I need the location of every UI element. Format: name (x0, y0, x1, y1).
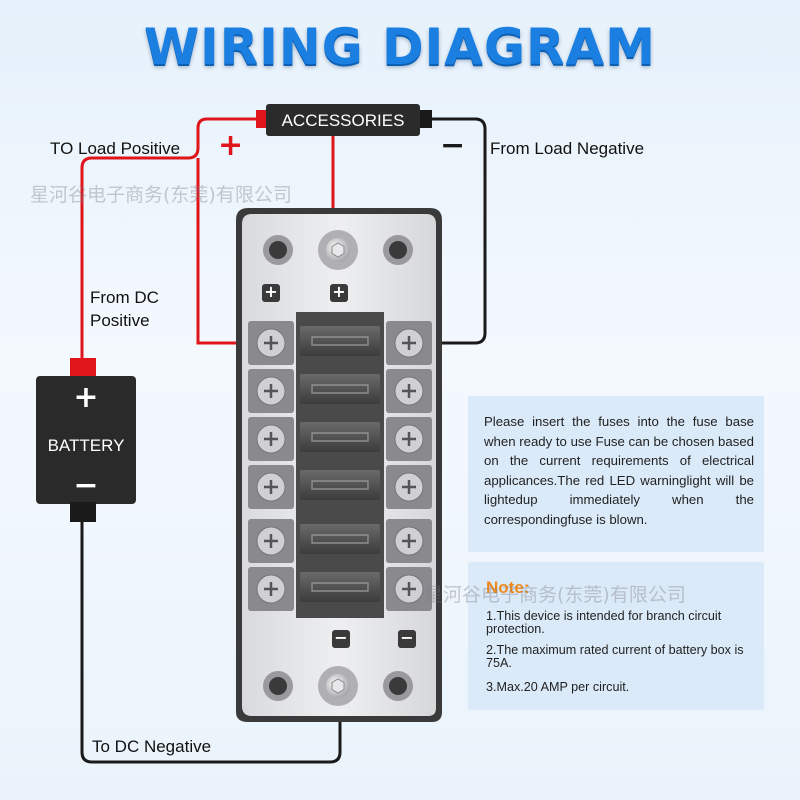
blade-fuse (300, 374, 380, 404)
info-panel: Please insert the fuses into the fuse ba… (468, 396, 764, 552)
dc-negative-label: To DC Negative (92, 737, 212, 756)
info-text: Please insert the fuses into the fuse ba… (484, 414, 754, 527)
minus-badge-icon: − (400, 628, 414, 647)
accessories-component (256, 104, 432, 136)
watermark: 星河谷电子商务(东莞)有限公司 (424, 584, 686, 606)
note-item: 3.Max.20 AMP per circuit. (486, 680, 630, 694)
plus-badge-icon: + (264, 282, 278, 301)
battery-minus-icon: − (73, 468, 99, 503)
battery-label: BATTERY (47, 436, 125, 455)
battery-plus-icon: + (73, 380, 99, 415)
blade-fuse (300, 470, 380, 500)
blade-fuse (300, 422, 380, 452)
dc-positive-label-line1: From DC (90, 288, 159, 307)
minus-badge-icon: − (334, 628, 348, 647)
fuse-rows (248, 321, 432, 611)
dc-positive-label-line2: Positive (90, 311, 150, 330)
blade-fuse (300, 524, 380, 554)
note-item: 2.The maximum rated current of battery b… (486, 643, 744, 670)
load-positive-label: TO Load Positive (50, 139, 181, 158)
watermark: 星河谷电子商务(东莞)有限公司 (30, 184, 292, 206)
diagram-title: WIRING DIAGRAM (144, 18, 656, 76)
positive-symbol-icon: + (218, 128, 244, 163)
note-panel: Note: 1.This device is intended for bran… (468, 562, 764, 710)
plus-badge-icon: + (332, 282, 346, 301)
blade-fuse (300, 326, 380, 356)
battery (36, 358, 136, 522)
accessories-label: ACCESSORIES (281, 111, 405, 130)
note-item: 1.This device is intended for branch cir… (486, 609, 722, 636)
negative-wires (80, 117, 487, 764)
load-negative-label: From Load Negative (490, 139, 645, 158)
blade-fuse (300, 572, 380, 602)
negative-symbol-icon: − (440, 128, 466, 163)
note-title: Note: (486, 578, 530, 597)
